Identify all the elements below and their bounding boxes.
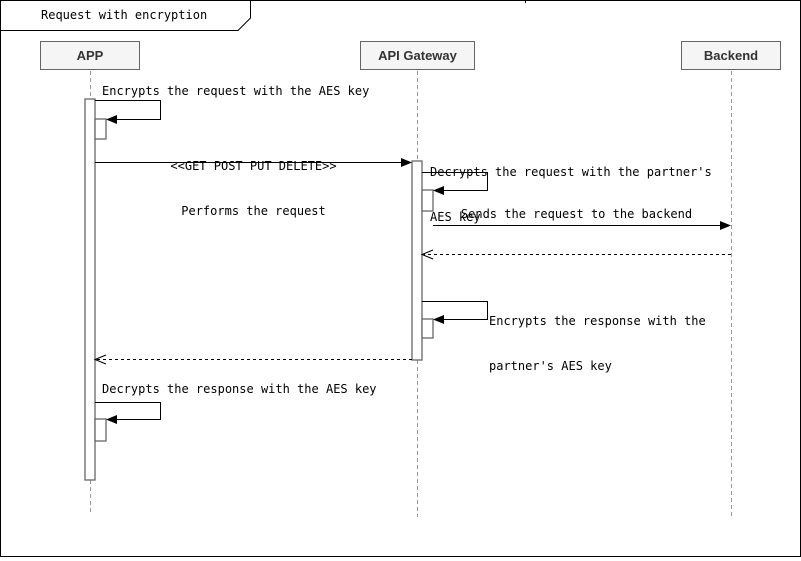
self-call-gateway-decrypt (422, 172, 488, 191)
activation-gateway-nested-1 (421, 189, 434, 212)
self-call-app-decrypt (95, 402, 161, 420)
message-perform-request-label: <<GET POST PUT DELETE>> Performs the req… (95, 129, 412, 249)
message-perform-request-line2: Performs the request (181, 204, 326, 218)
activation-app-main (84, 98, 96, 481)
message-decrypt-request-line2: AES key (430, 210, 481, 224)
lifelines (90, 71, 732, 517)
arrowhead-send-backend (720, 221, 731, 230)
message-decrypt-response-label: Decrypts the response with the AES key (102, 382, 377, 396)
activation-app-nested-1 (94, 118, 107, 140)
arrowheads-filled (106, 115, 731, 424)
frame-title-tab (0, 0, 251, 31)
message-decrypt-request-line1: Decrypts the request with the partner's (430, 165, 712, 179)
arrowhead-return-to-app (93, 354, 107, 365)
participant-api-gateway-label: API Gateway (378, 48, 457, 63)
activation-gateway-main (411, 160, 423, 361)
participant-backend-label: Backend (703, 48, 759, 63)
arrowhead-self-app-encrypt (106, 115, 117, 124)
diagram-title: Request with encryption (41, 8, 208, 22)
arrowhead-perform-request (401, 158, 412, 167)
self-call-gateway-encrypt (422, 301, 488, 320)
arrowhead-self-app-decrypt (106, 415, 117, 424)
participant-app-label: APP (76, 48, 104, 63)
message-lines (95, 100, 731, 420)
self-call-app-encrypt (95, 100, 161, 120)
message-send-backend-label: Sends the request to the backend (460, 207, 693, 221)
arrowhead-self-gateway-encrypt (433, 315, 444, 324)
participant-api-gateway: API Gateway (360, 41, 475, 70)
arrowhead-self-gateway-decrypt (433, 186, 444, 195)
message-perform-request-line1: <<GET POST PUT DELETE>> (170, 159, 337, 173)
activation-bars (84, 98, 434, 481)
arrowheads-open (93, 249, 434, 365)
message-encrypt-response-line2: partner's AES key (489, 359, 612, 373)
message-encrypt-response-line1: Encrypts the response with the (489, 314, 706, 328)
participant-app: APP (40, 41, 140, 70)
arrowhead-return-to-gateway (420, 249, 434, 260)
participant-backend: Backend (681, 41, 781, 70)
message-decrypt-request-label: Decrypts the request with the partner's … (430, 135, 712, 255)
message-encrypt-response-label: Encrypts the response with the partner's… (489, 284, 706, 404)
activation-gateway-nested-2 (421, 318, 434, 339)
activation-app-nested-2 (94, 418, 107, 442)
message-encrypt-request-label: Encrypts the request with the AES key (102, 84, 370, 98)
